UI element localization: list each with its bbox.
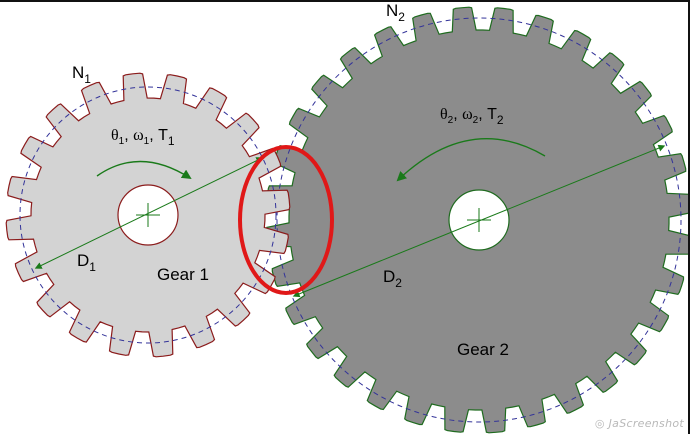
gear-1-motion-label: θ1, ω1, T1: [111, 127, 175, 148]
gear-2-diameter-label: D2: [383, 267, 402, 290]
gear-2-motion-label: θ2, ω2, T2: [440, 106, 504, 127]
gear-2-teeth-label: N2: [386, 1, 405, 24]
gear-2-rotation-arrow: [396, 138, 546, 182]
frame-border-right: [688, 0, 690, 434]
gear-1-pitch-circle: [19, 86, 277, 344]
frame-border-top: [0, 0, 690, 2]
gear-2-diameter-line: [292, 144, 666, 298]
gear-2-name: Gear 2: [457, 340, 509, 359]
gear-1-teeth-label: N1: [72, 63, 91, 86]
watermark: ◎ JaScreenshot: [594, 417, 684, 430]
gear-2-pitch-circle: [276, 17, 682, 423]
gear-1-diameter-label: D1: [77, 251, 96, 274]
mesh-highlight-ellipse: [238, 145, 334, 295]
gear-1-rotation-arrow: [96, 160, 192, 180]
gear-1-name: Gear 1: [157, 265, 209, 284]
gear-1-diameter-line: [34, 157, 264, 269]
